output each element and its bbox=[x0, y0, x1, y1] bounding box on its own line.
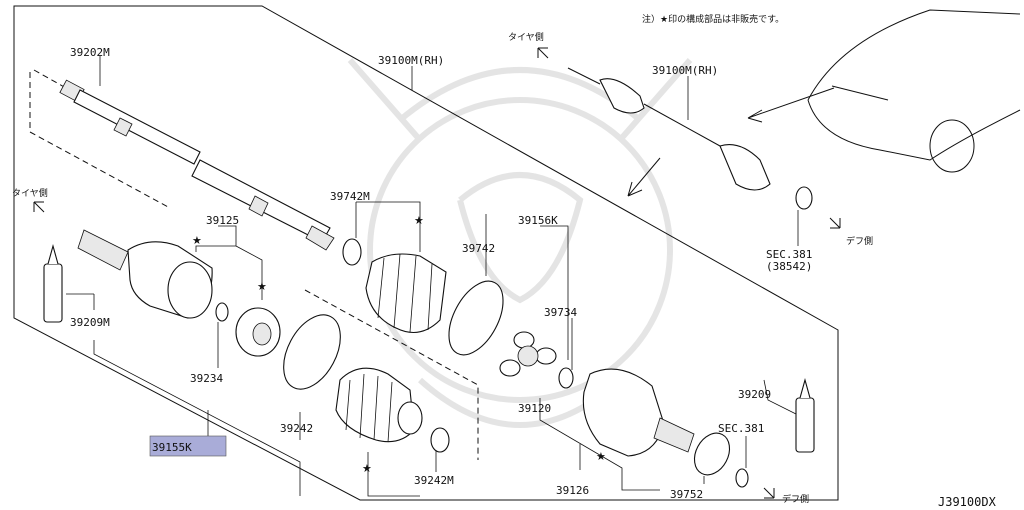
inset-driveshaft bbox=[567, 67, 813, 210]
label-39125[interactable]: 39125 bbox=[206, 214, 239, 227]
svg-text:タイヤ側: タイヤ側 bbox=[12, 187, 48, 199]
label-39752[interactable]: 39752 bbox=[670, 488, 703, 501]
outer-boot bbox=[335, 367, 423, 443]
tripod-joint bbox=[499, 331, 557, 377]
label-39242M[interactable]: 39242M bbox=[414, 474, 454, 487]
svg-text:デフ側: デフ側 bbox=[782, 493, 809, 505]
axle-shaft bbox=[59, 79, 335, 251]
star-mark: ★ bbox=[414, 214, 424, 227]
boot-band-39242M bbox=[430, 427, 450, 453]
grease-tube-left bbox=[43, 243, 63, 323]
explode-line-inner bbox=[304, 289, 479, 460]
grease-tube-right bbox=[795, 377, 815, 453]
label-39100M-main[interactable]: 39100M(RH) bbox=[378, 54, 444, 67]
label-39242[interactable]: 39242 bbox=[280, 422, 313, 435]
label-39100M-inset[interactable]: 39100M(RH) bbox=[652, 64, 718, 77]
non-sale-note: 注）★印の構成部品は非販売です。 bbox=[642, 13, 784, 25]
pointer-arrow-2 bbox=[627, 157, 661, 197]
boot-band-39242 bbox=[283, 314, 341, 390]
direction-tire-left: タイヤ側 bbox=[12, 187, 48, 213]
boot-band-39742 bbox=[448, 280, 504, 356]
star-mark: ★ bbox=[257, 280, 267, 293]
pointer-arrow-1 bbox=[747, 87, 835, 123]
direction-diff-top: デフ側 bbox=[829, 217, 873, 247]
label-39156K[interactable]: 39156K bbox=[518, 214, 558, 227]
snap-ring-sec381 bbox=[735, 468, 749, 488]
explode-line-shaft-top bbox=[33, 69, 67, 89]
label-39209M[interactable]: 39209M bbox=[70, 316, 110, 329]
label-39742M[interactable]: 39742M bbox=[330, 190, 370, 203]
label-39126[interactable]: 39126 bbox=[556, 484, 589, 497]
oil-seal-39752 bbox=[693, 432, 731, 476]
leader-lines bbox=[66, 56, 799, 497]
outer-joint-housing bbox=[77, 229, 213, 319]
label-39209[interactable]: 39209 bbox=[738, 388, 771, 401]
label-39734[interactable]: 39734 bbox=[544, 306, 577, 319]
explode-line-shaft bbox=[29, 72, 171, 209]
snap-ring-39234 bbox=[215, 302, 229, 322]
label-39742[interactable]: 39742 bbox=[462, 242, 495, 255]
ball-cage bbox=[235, 307, 281, 357]
svg-text:デフ側: デフ側 bbox=[846, 235, 873, 247]
svg-text:タイヤ側: タイヤ側 bbox=[508, 31, 544, 43]
label-sec381-bottom[interactable]: SEC.381 bbox=[718, 422, 764, 435]
direction-tire-top: タイヤ側 bbox=[508, 31, 549, 59]
direction-diff-bottom: デフ側 bbox=[763, 487, 809, 505]
label-sec381-top[interactable]: SEC.381 bbox=[766, 248, 812, 261]
star-mark: ★ bbox=[596, 450, 606, 463]
inner-boot bbox=[365, 253, 447, 334]
boot-band-39742M bbox=[342, 238, 362, 266]
label-39202M[interactable]: 39202M bbox=[70, 46, 110, 59]
highlight-39155K bbox=[149, 435, 227, 457]
diagram-code: J39100DX bbox=[938, 495, 997, 509]
star-mark: ★ bbox=[362, 462, 372, 475]
assembly-outline bbox=[13, 5, 839, 501]
snap-ring-39734 bbox=[558, 367, 574, 389]
inner-joint-housing bbox=[582, 368, 695, 457]
label-sec381-top-sub[interactable]: (38542) bbox=[766, 260, 812, 273]
label-39120[interactable]: 39120 bbox=[518, 402, 551, 415]
label-39155K[interactable]: 39155K bbox=[152, 441, 192, 454]
star-mark: ★ bbox=[192, 234, 202, 247]
car-illustration bbox=[807, 9, 1021, 173]
label-39234[interactable]: 39234 bbox=[190, 372, 223, 385]
